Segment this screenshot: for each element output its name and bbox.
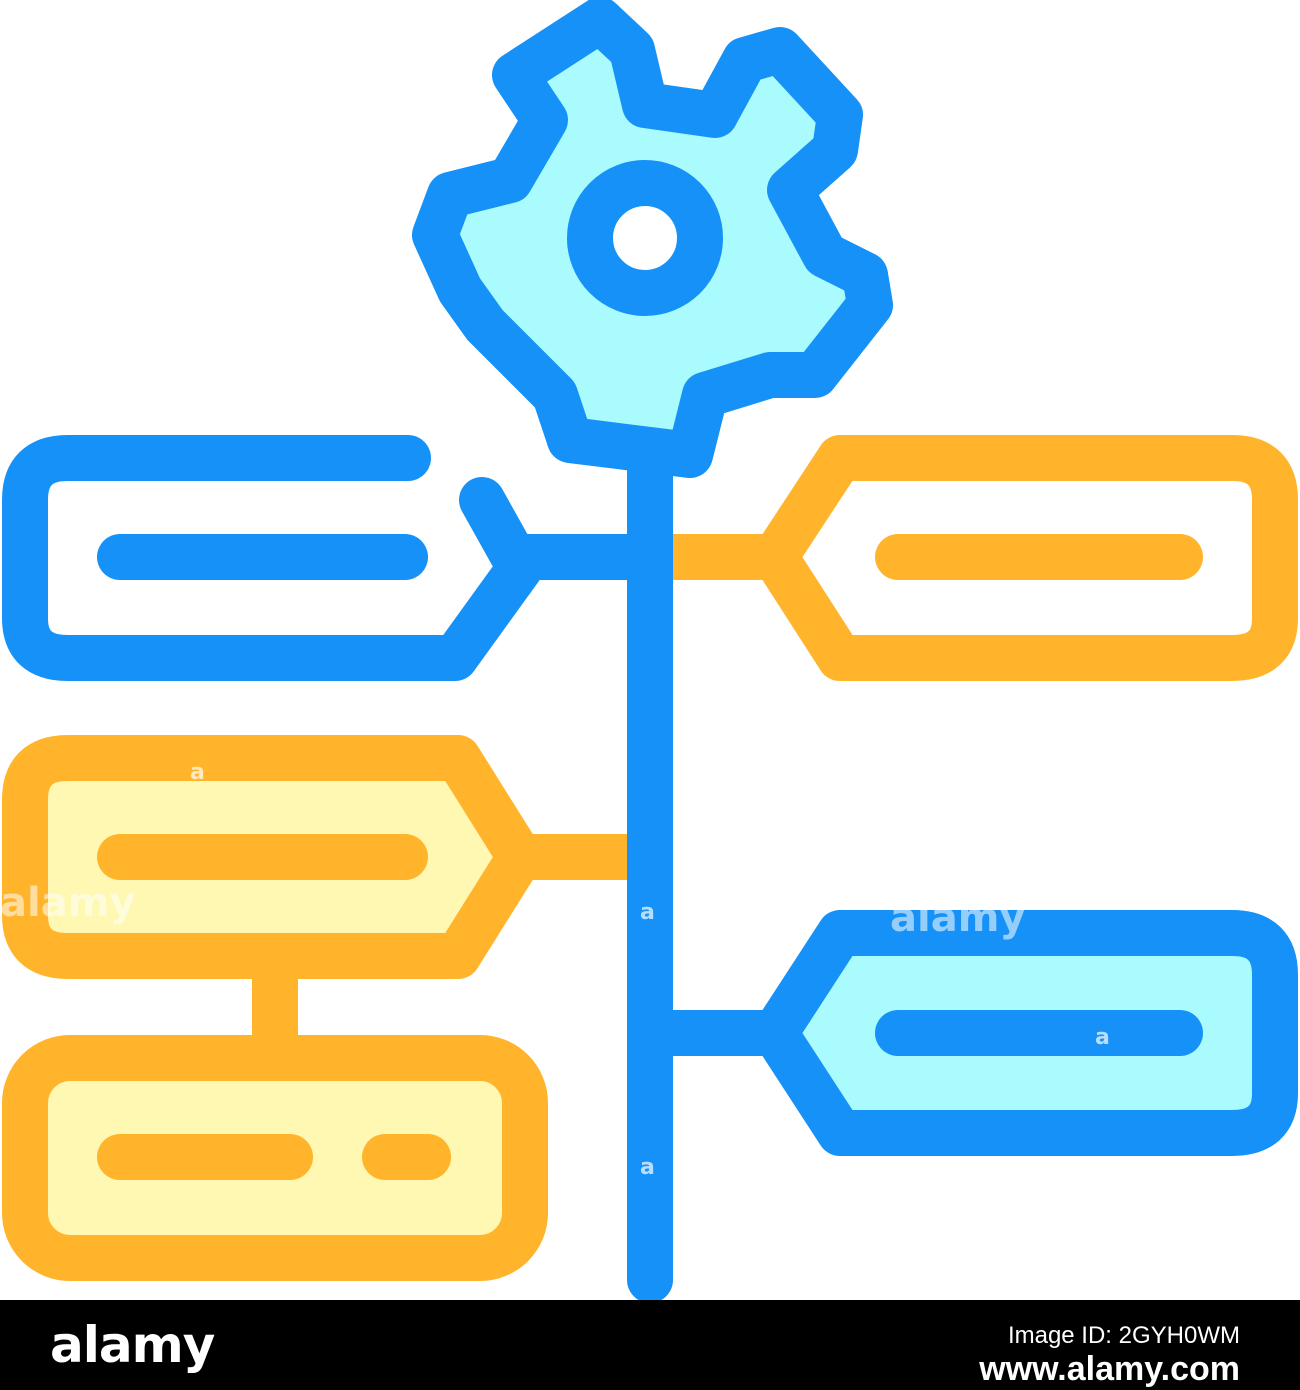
gear-icon xyxy=(412,0,893,478)
watermark-mark: a xyxy=(640,900,655,925)
gear-hub xyxy=(567,160,723,316)
site-url: www.alamy.com xyxy=(979,1349,1240,1388)
card-middle-left xyxy=(2,735,627,1058)
card-bottom-right xyxy=(673,910,1298,1156)
watermark-mark: a xyxy=(190,760,205,785)
diagram-icon xyxy=(2,0,1298,1300)
card-top-left-outline xyxy=(2,435,543,681)
card-top-right xyxy=(673,435,1298,681)
image-id-label: Image ID: 2GYH0WM xyxy=(1007,1322,1240,1349)
footer-logo: alamy xyxy=(50,1316,215,1374)
watermark-mark: a xyxy=(640,1155,655,1180)
card-top-left xyxy=(2,435,630,681)
footer-bar: alamy Image ID: 2GYH0WM www.alamy.com xyxy=(0,1300,1300,1390)
card-bottom-left xyxy=(2,1035,548,1281)
footer-image-id: Image ID: 2GYH0WM www.alamy.com xyxy=(979,1322,1240,1389)
watermark-mark: a xyxy=(1095,1025,1110,1050)
